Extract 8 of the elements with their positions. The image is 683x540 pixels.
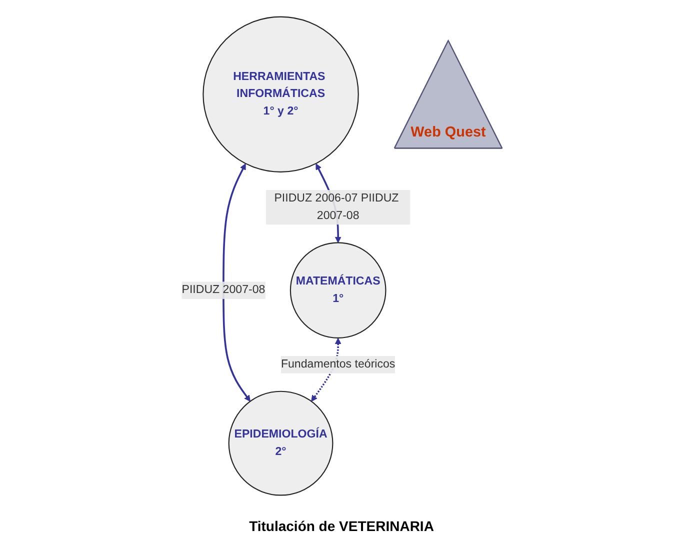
node-circle: HERRAMIENTAS INFORMÁTICAS 1° y 2° (202, 16, 358, 172)
edge-label: Fundamentos teóricos (280, 358, 395, 370)
caption: Titulación de VETERINARIA (248, 517, 435, 536)
arrow (222, 164, 250, 402)
node-circle: EPIDEMIOLOGÍA 2° (228, 390, 333, 496)
edge-label: PIIDUZ 2007-08 (181, 284, 265, 296)
node-circle: MATEMÁTICAS 1° (290, 242, 386, 338)
edge-label: PIIDUZ 2006-07 PIIDUZ 2007-08 (274, 192, 398, 222)
